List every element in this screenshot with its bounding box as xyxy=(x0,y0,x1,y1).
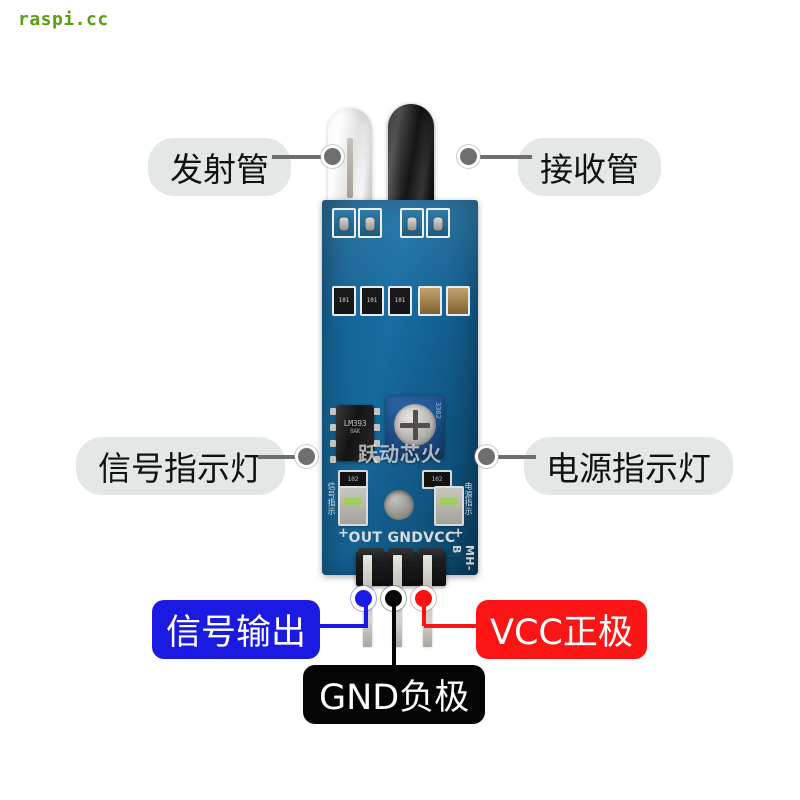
smd-resistor: 101 xyxy=(332,286,356,316)
ir-receiver-led xyxy=(385,104,437,214)
solder-pad xyxy=(400,208,424,238)
leader-line-power-led xyxy=(492,455,536,459)
callout-signal-output-label: 信号输出 xyxy=(166,613,307,653)
callout-power-led[interactable]: 电源指示灯 xyxy=(524,437,733,495)
leader-line-signal-led xyxy=(258,455,313,459)
silk-signal-label: 信号指示 xyxy=(327,482,336,516)
ic-part-number: LM393 xyxy=(343,419,367,428)
lm393-comparator-ic: LM393 8AK xyxy=(330,405,380,463)
callout-power-led-label: 电源指示灯 xyxy=(546,449,711,488)
ic-pins-right xyxy=(374,408,380,463)
sensor-module-photo: 101 101 101 LM393 8AK 3362 102 102 xyxy=(300,60,500,647)
leader-line-emitter xyxy=(272,155,332,159)
callout-gnd-label: GND负极 xyxy=(319,678,470,718)
ic-marking: LM393 8AK xyxy=(336,419,374,435)
signal-indicator-led xyxy=(338,486,368,526)
solder-pad xyxy=(426,208,450,238)
solder-pad xyxy=(358,208,382,238)
smd-resistor: 102 xyxy=(422,470,452,489)
leader-line-vcc-h xyxy=(424,624,484,628)
smd-resistor: 101 xyxy=(360,286,384,316)
power-indicator-led xyxy=(434,486,464,526)
silk-plus-right: + xyxy=(452,526,464,541)
pin-marker-gnd xyxy=(385,590,402,607)
silk-power-label: 电源指示 xyxy=(464,482,473,516)
site-watermark: raspi.cc xyxy=(18,9,109,30)
anchor-dot-power-led xyxy=(478,448,495,465)
smd-capacitor xyxy=(418,286,442,316)
callout-vcc-label: VCC正极 xyxy=(490,613,633,653)
anchor-dot-emitter xyxy=(324,148,341,165)
callout-signal-led[interactable]: 信号指示灯 xyxy=(76,437,285,495)
potentiometer-code: 3362 xyxy=(434,402,442,419)
pin-marker-vcc xyxy=(415,590,432,607)
silk-pin-labels: OUT GNDVCC xyxy=(348,530,456,546)
leader-line-signal-output-v xyxy=(364,602,368,626)
leader-line-gnd xyxy=(392,602,396,674)
mounting-hole xyxy=(384,490,414,520)
callout-emitter[interactable]: 发射管 xyxy=(148,138,291,196)
smd-resistor: 101 xyxy=(388,286,412,316)
emitter-filament xyxy=(347,138,353,198)
callout-receiver[interactable]: 接收管 xyxy=(518,138,661,196)
leader-line-receiver xyxy=(474,155,532,159)
leader-line-vcc-v xyxy=(422,602,426,626)
anchor-dot-receiver xyxy=(460,148,477,165)
sensitivity-potentiometer[interactable]: 3362 xyxy=(386,396,444,458)
callout-receiver-label: 接收管 xyxy=(540,150,639,189)
leader-line-signal-output-h xyxy=(316,624,368,628)
potentiometer-dial[interactable] xyxy=(394,404,436,446)
callout-emitter-label: 发射管 xyxy=(170,150,269,189)
anchor-dot-signal-led xyxy=(298,448,315,465)
pcb-board: 101 101 101 LM393 8AK 3362 102 102 xyxy=(322,200,478,586)
callout-signal-output[interactable]: 信号输出 xyxy=(152,600,321,659)
callout-signal-led-label: 信号指示灯 xyxy=(98,449,263,488)
silk-model-label: MH-B xyxy=(450,545,476,571)
ic-pins-left xyxy=(330,408,336,463)
pcb-photo-watermark: 跃动芯火 xyxy=(358,442,442,466)
silk-plus-left: + xyxy=(338,526,350,541)
callout-vcc[interactable]: VCC正极 xyxy=(476,600,647,659)
callout-gnd[interactable]: GND负极 xyxy=(303,665,486,724)
smd-capacitor xyxy=(446,286,470,316)
ic-date-code: 8AK xyxy=(350,428,360,435)
smd-resistor: 102 xyxy=(338,470,368,489)
solder-pad xyxy=(332,208,356,238)
